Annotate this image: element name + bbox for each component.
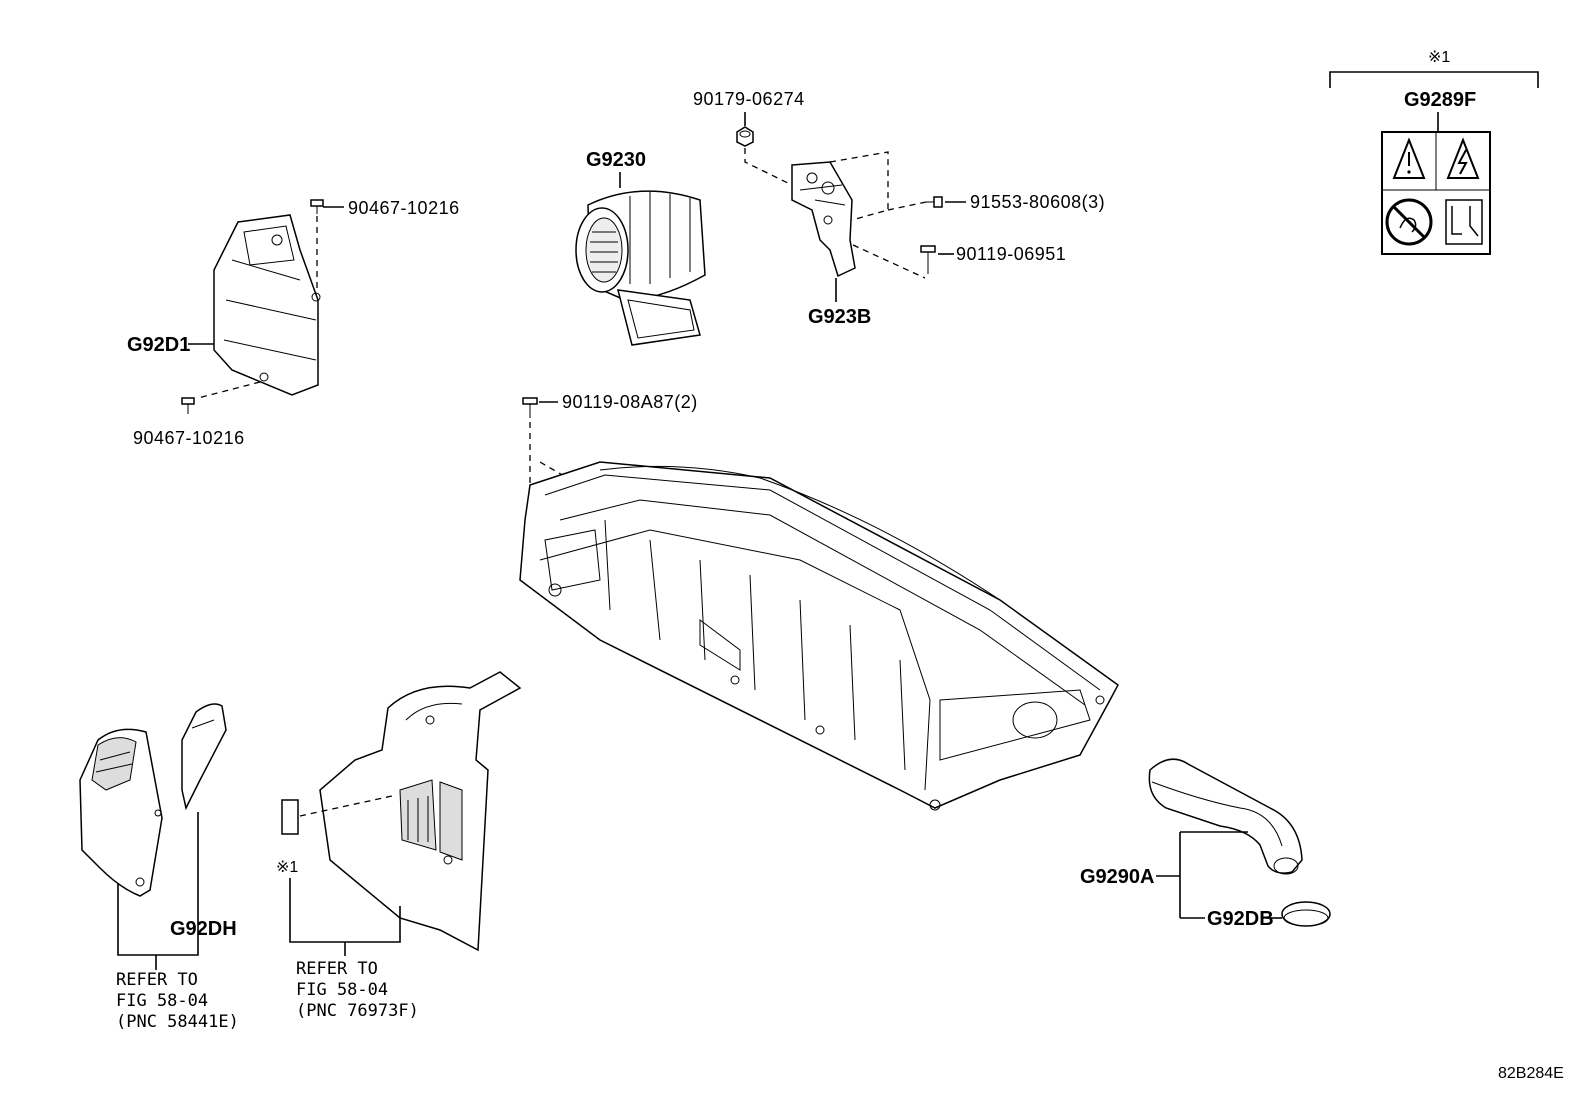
part-code-g9289f[interactable]: G9289F	[1404, 89, 1476, 111]
intake-duct-icon	[1148, 758, 1303, 875]
bolt-icon	[926, 196, 943, 208]
part-number-90179-06274[interactable]: 90179-06274	[693, 89, 805, 109]
leader-line	[117, 812, 199, 956]
note-mark-top: ※1	[1428, 49, 1450, 66]
duct-g9290a-group: G9290A G92DB	[1080, 758, 1331, 930]
side-trim-panel-icon	[319, 671, 522, 952]
part-code-g92d1[interactable]: G92D1	[127, 334, 190, 356]
bracket-assembly: 90179-06274 91553-80608(3) 90119-06951	[693, 89, 1105, 328]
refer-note-left-line-1: REFER TO	[116, 970, 198, 990]
dashed-guide	[197, 381, 261, 399]
bolt-icon	[920, 245, 936, 274]
part-number-90467-10216-bottom[interactable]: 90467-10216	[133, 428, 245, 448]
part-code-g9230[interactable]: G9230	[586, 149, 646, 171]
refer-note-right-line-1: REFER TO	[296, 959, 378, 979]
part-code-g92db[interactable]: G92DB	[1207, 908, 1274, 930]
refer-note-right-line-2: FIG 58-04	[296, 980, 388, 1000]
trim-g92dh-group: G92DH REFER TO FIG 58-04 (PNC 58441E)	[79, 703, 239, 1032]
dashed-guide	[887, 201, 927, 211]
dashed-guide	[744, 148, 799, 189]
part-number-91553-80608[interactable]: 91553-80608(3)	[970, 192, 1105, 212]
refer-note-left-line-2: FIG 58-04	[116, 991, 208, 1011]
refer-note-left-line-3: (PNC 58441E)	[116, 1012, 239, 1032]
cap-icon	[1281, 901, 1331, 927]
blower-fan-icon	[575, 190, 706, 346]
duct-icon	[213, 214, 321, 396]
trim-cover-icon	[181, 703, 227, 811]
blower-g9230: G9230	[575, 149, 706, 346]
dashed-guide	[299, 795, 393, 817]
note-mark-left: ※1	[276, 859, 298, 876]
clip-icon	[310, 199, 324, 214]
part-number-90119-08a87[interactable]: 90119-08A87(2)	[562, 392, 698, 412]
duct-g92d1: 90467-10216 G92D1 90467-10216	[127, 198, 460, 448]
refer-note-right-line-3: (PNC 76973F)	[296, 1001, 419, 1021]
figure-id: 82B284E	[1498, 1065, 1564, 1082]
part-code-g9290a[interactable]: G9290A	[1080, 866, 1155, 888]
trim-panel-icon	[79, 728, 163, 897]
clip-icon	[181, 397, 195, 414]
nut-icon	[736, 126, 754, 147]
dashed-guide	[829, 151, 889, 221]
bolt-icon	[522, 397, 538, 418]
part-code-g923b[interactable]: G923B	[808, 306, 871, 328]
warning-label-icon	[1381, 131, 1491, 255]
part-number-90467-10216-top[interactable]: 90467-10216	[348, 198, 460, 218]
label-sticker-icon	[281, 799, 299, 835]
warning-label-group: ※1 G9289F	[1329, 49, 1539, 255]
battery-assembly-icon	[519, 461, 1119, 811]
part-number-90119-06951[interactable]: 90119-06951	[956, 244, 1066, 264]
bracket-g923b-icon	[791, 161, 856, 278]
bracket-line	[1329, 71, 1539, 88]
part-code-g92dh[interactable]: G92DH	[170, 918, 237, 940]
side-trim-group: ※1 REFER TO FIG 58-04 (PNC 76973F)	[276, 671, 522, 1021]
dashed-guide	[852, 244, 926, 279]
